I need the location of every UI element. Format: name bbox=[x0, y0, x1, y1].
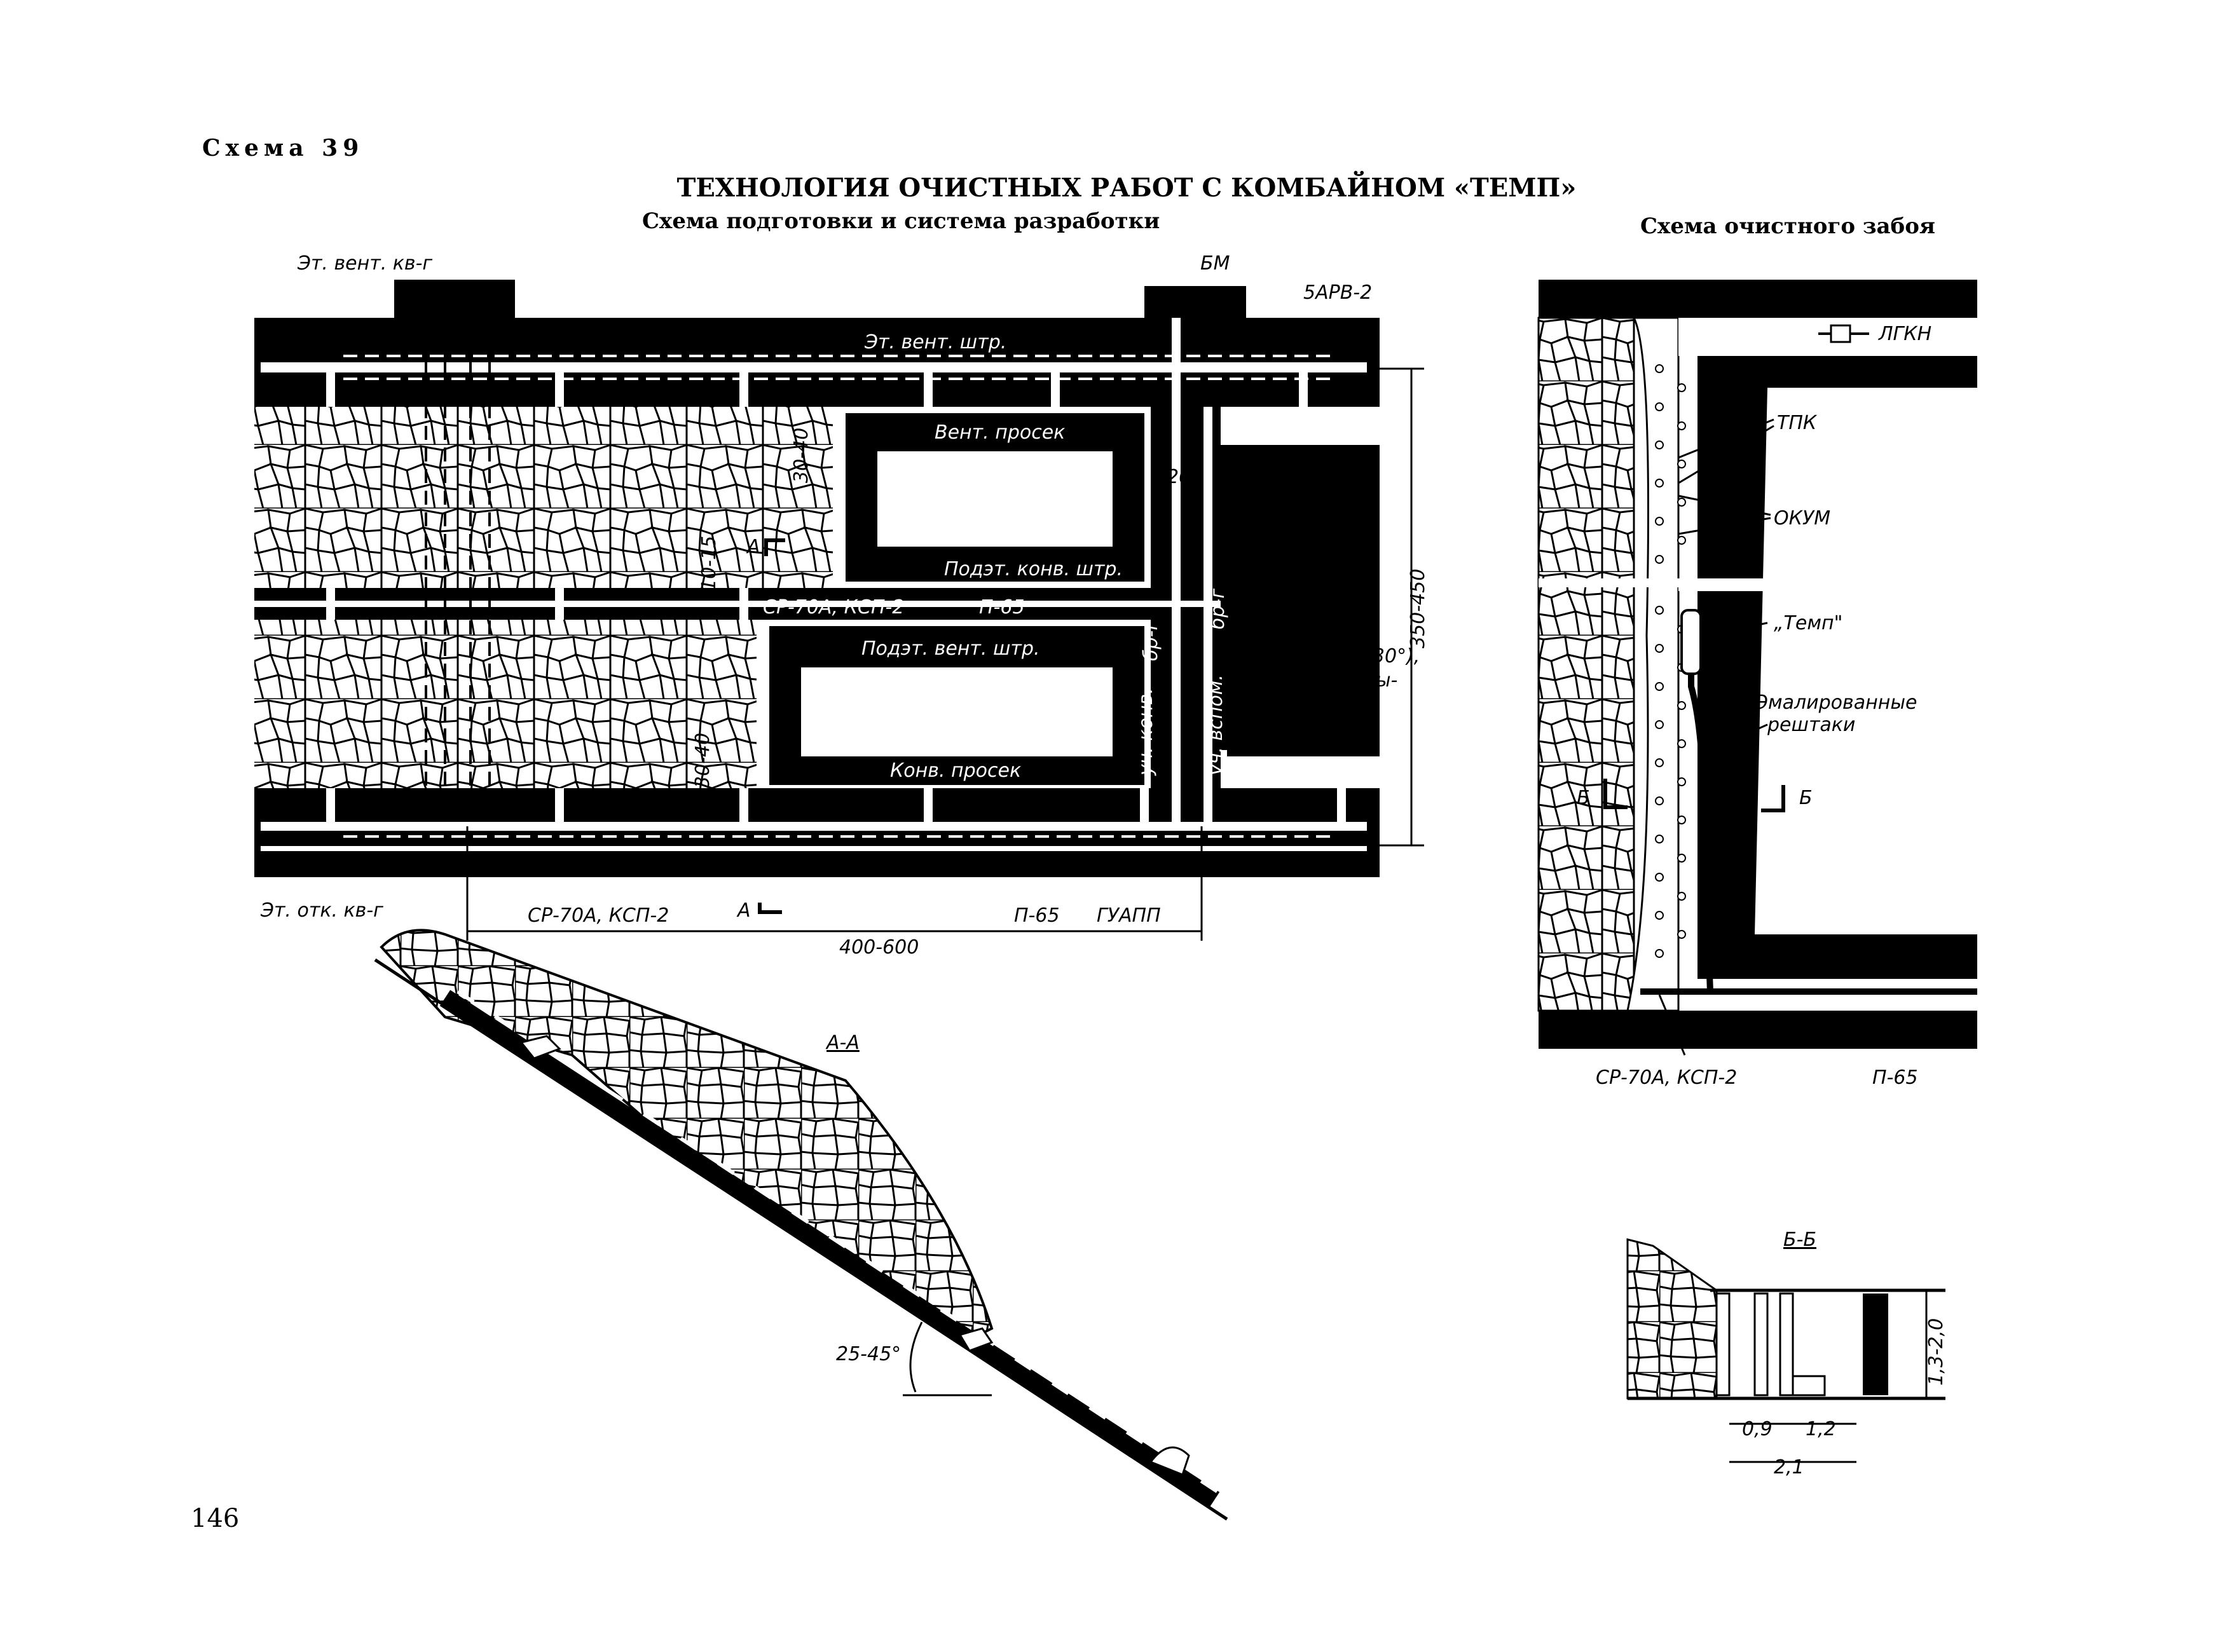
section-bb-dim-height: 1,3-2,0 bbox=[1925, 1318, 1947, 1386]
plan-diagram: Эт. вент. кв-г Эт. вент. штр. БМ 5АРВ-2 … bbox=[254, 252, 1429, 959]
label-cp70-mid: СР-70А, КСП-2 bbox=[763, 596, 904, 618]
label-uch-vspom: уч. вспом. bbox=[1205, 674, 1227, 776]
label-vent-prosek: Вент. просек bbox=[935, 421, 1065, 444]
label-cp70-bottom: СР-70А, КСП-2 bbox=[528, 905, 669, 927]
pillar-upper bbox=[877, 451, 1113, 547]
main-title: ТЕХНОЛОГИЯ ОЧИСТНЫХ РАБОТ С КОМБАЙНОМ «Т… bbox=[676, 173, 1577, 203]
face-label-cp70: СР-70А, КСП-2 bbox=[1596, 1067, 1737, 1089]
scheme-number: Схема 39 bbox=[202, 135, 364, 161]
face-section-b-right: Б bbox=[1799, 787, 1813, 809]
section-marker-a-bottom: А bbox=[736, 899, 751, 922]
dim-10-15: 10-15 bbox=[698, 536, 720, 591]
label-bm: БМ bbox=[1200, 252, 1230, 275]
dim-140-175-bottom: 140-175 bbox=[822, 677, 844, 756]
label-arv: 5АРВ-2 bbox=[1303, 282, 1372, 304]
label-p65-mid: П-65 bbox=[979, 596, 1025, 618]
pillar-lower bbox=[801, 667, 1113, 756]
section-aa-diagram: А-А 25-45° bbox=[374, 929, 1228, 1521]
vent-drift-band bbox=[254, 280, 1380, 407]
face-label-temp: „Темп" bbox=[1774, 612, 1842, 634]
left-subtitle: Схема подготовки и система разработки bbox=[642, 208, 1160, 234]
label-podet-vent-shtr: Подэт. вент. штр. bbox=[861, 638, 1039, 660]
face-label-emal-1: Эмалированные bbox=[1754, 692, 1917, 714]
face-label-lgkn: ЛГКН bbox=[1878, 323, 1931, 345]
dim-350-450: 350-450 bbox=[1407, 569, 1429, 648]
label-et-otk-shtr: Эт. отк. штр. bbox=[781, 854, 912, 876]
label-konv-prosek: Конв. просек bbox=[890, 760, 1021, 782]
label-et-vent-kv: Эт. вент. кв-г bbox=[297, 252, 432, 275]
label-guapp: ГУАПП bbox=[1097, 905, 1161, 927]
face-label-okum: ОКУМ bbox=[1774, 507, 1830, 529]
section-aa-angle: 25-45° bbox=[836, 1343, 901, 1365]
section-bb-dim-2-1: 2,1 bbox=[1774, 1456, 1804, 1478]
label-reshtaki-1: рештаки (свы- bbox=[1252, 669, 1397, 692]
face-label-p65: П-65 bbox=[1872, 1067, 1918, 1089]
face-dim-4: 4 bbox=[1760, 954, 1782, 966]
dim-400-600: 400-600 bbox=[839, 936, 919, 959]
face-label-emal-2: рештаки bbox=[1767, 714, 1855, 736]
label-et-otk-kv: Эт. отк. кв-г bbox=[260, 899, 383, 922]
label-uch-konv: уч. конв. bbox=[1135, 688, 1157, 776]
label-cp73: СР-73А(до 30°), bbox=[1265, 645, 1420, 667]
label-et-vent-shtr: Эт. вент. штр. bbox=[864, 331, 1006, 353]
label-p65-bottom: П-65 bbox=[1014, 905, 1060, 927]
label-br-g-1: бр-г bbox=[1140, 620, 1162, 661]
section-bb-dim-0-9: 0,9 bbox=[1742, 1418, 1773, 1440]
dim-30-40-bottom: 30-40 bbox=[692, 733, 714, 788]
label-br-g-2: бр-г bbox=[1207, 589, 1229, 629]
section-bb-dim-1-2: 1,2 bbox=[1806, 1418, 1836, 1440]
label-podet-konv-shtr: Подэт. конв. штр. bbox=[944, 558, 1123, 580]
face-label-tpk: ТПК bbox=[1777, 412, 1818, 434]
section-aa-title: А-А bbox=[825, 1032, 860, 1054]
dim-140-175-top: 140-175 bbox=[902, 467, 924, 547]
page-number: 146 bbox=[191, 1504, 240, 1533]
face-diagram: ЛГКН ТПК ОКУМ „Темп" Эмалированные решта… bbox=[1537, 280, 1977, 1089]
haulage-drift-band bbox=[254, 788, 1380, 877]
dim-30-40-top: 30-40 bbox=[790, 428, 813, 483]
dim-20: 20 bbox=[1167, 466, 1191, 488]
face-section-b-left: Б bbox=[1577, 787, 1590, 809]
right-subtitle: Схема очистного забоя bbox=[1640, 214, 1936, 239]
label-reshtaki-2: ше 30°) bbox=[1252, 693, 1329, 716]
section-bb-diagram: Б-Б 0,9 1,2 2,1 1,3-2,0 bbox=[1626, 1229, 1947, 1478]
section-marker-a-top: А bbox=[746, 536, 760, 558]
section-bb-title: Б-Б bbox=[1783, 1229, 1816, 1251]
